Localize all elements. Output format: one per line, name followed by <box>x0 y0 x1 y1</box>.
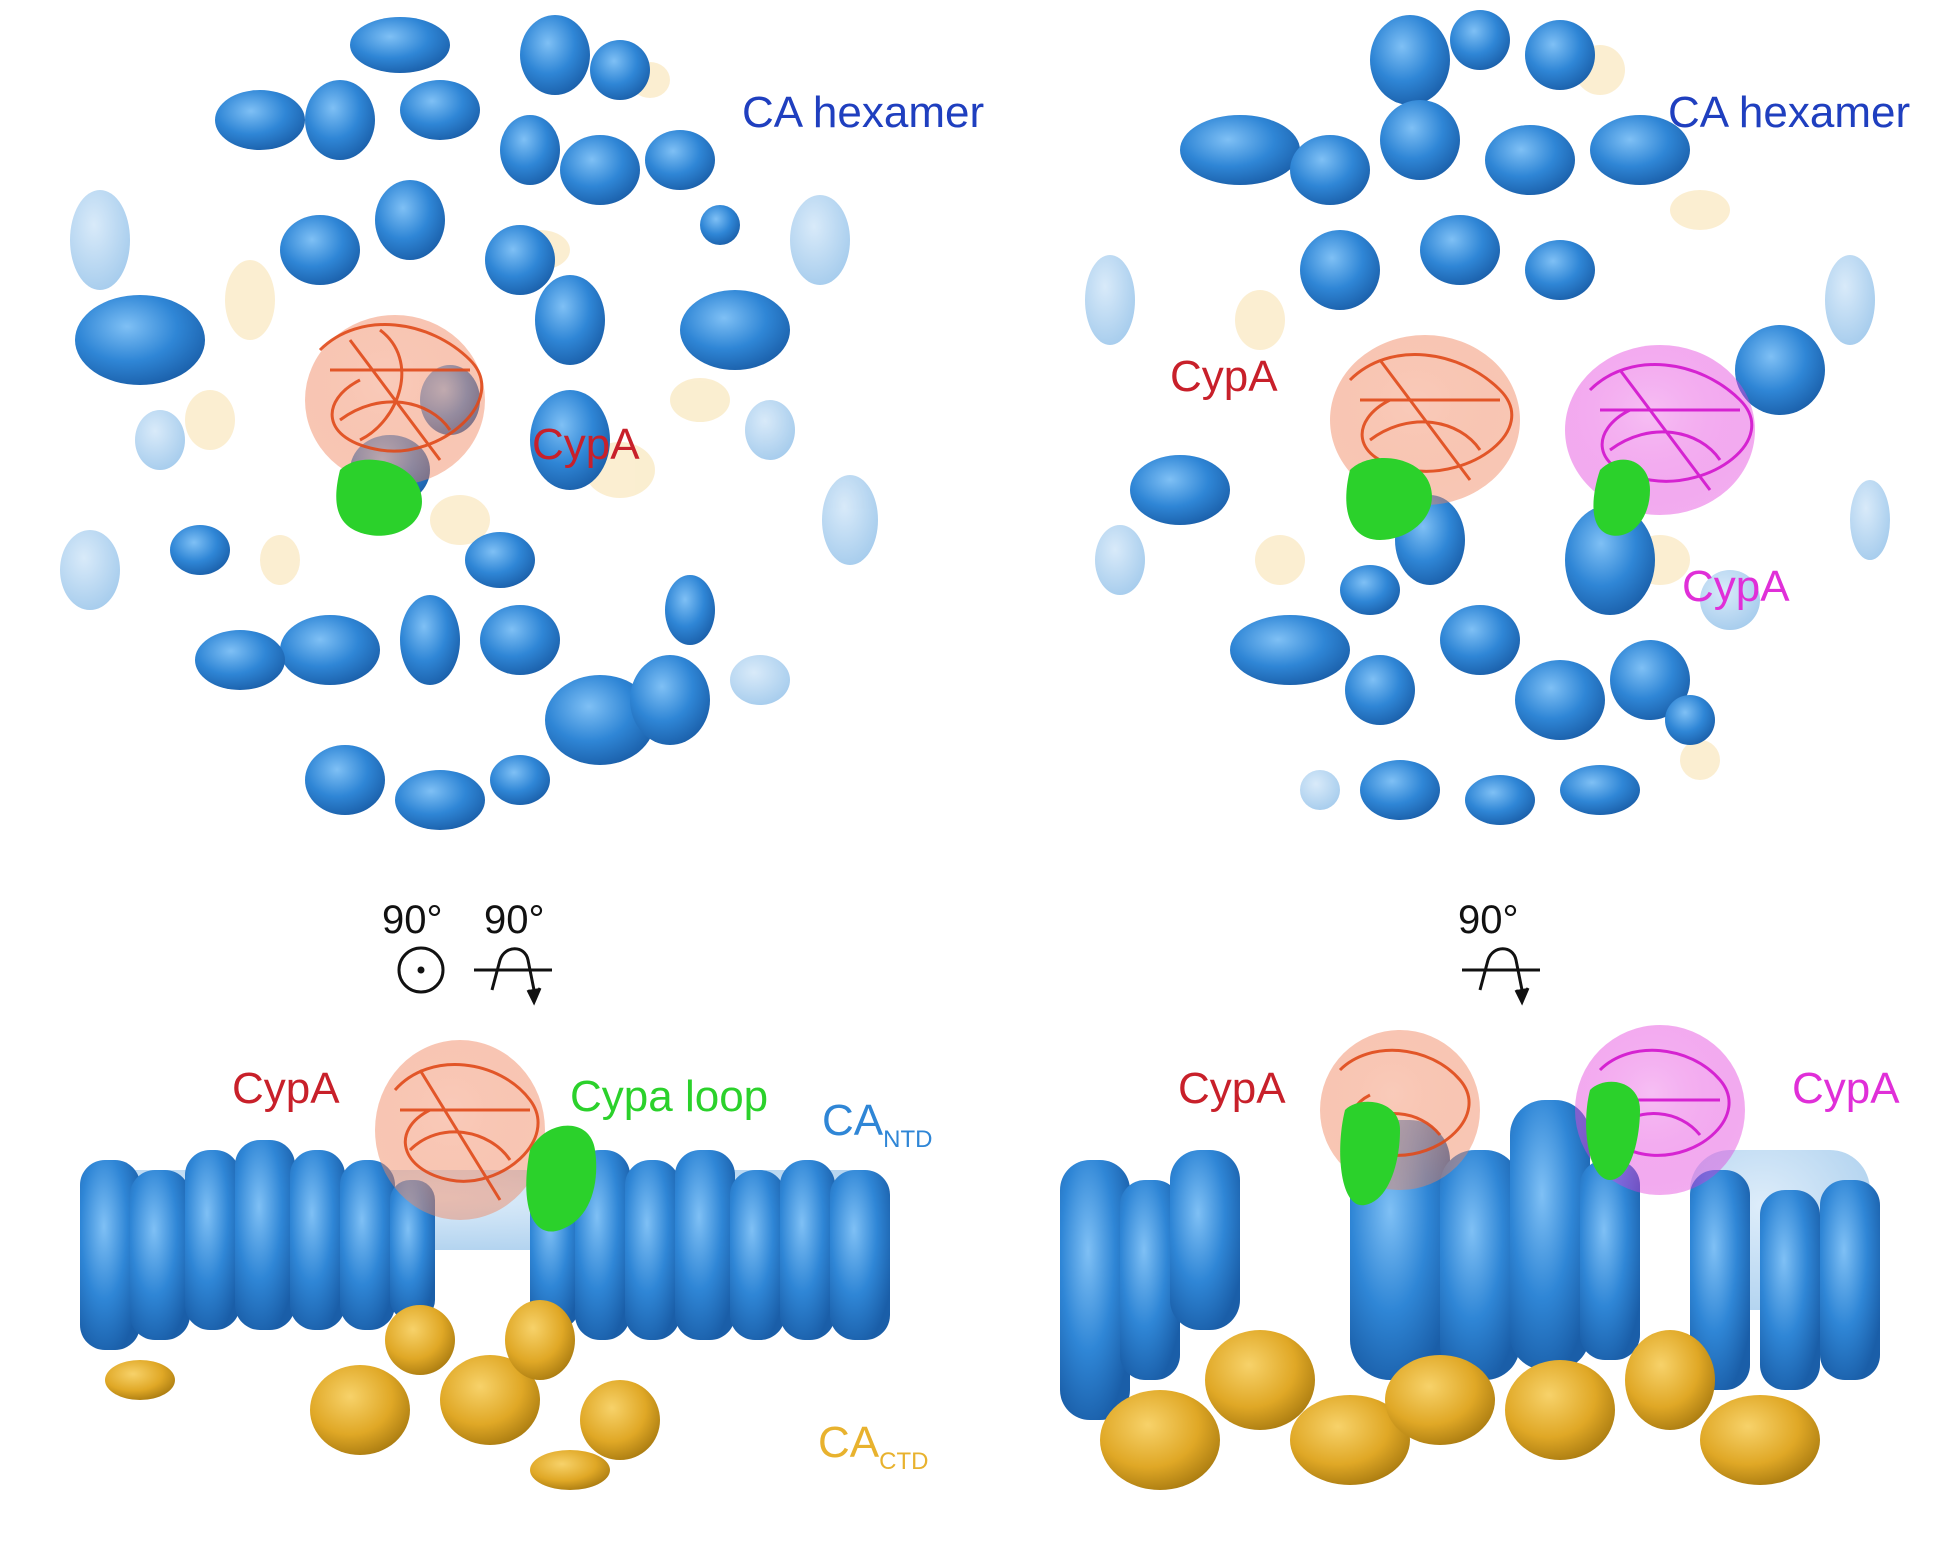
cypa-red-label-bottom-right: CypA <box>1178 1064 1286 1113</box>
cypa-label-top-left: CypA <box>532 420 640 469</box>
cypa-red-label-top-right: CypA <box>1170 352 1278 401</box>
top-left-density-map <box>60 15 878 830</box>
axis-out-of-plane-icon <box>397 946 445 994</box>
rotation-arrow-icon <box>474 947 552 1006</box>
ca-ctd-label: CACTD <box>818 1418 928 1476</box>
cypa-magenta-label-top-right: CypA <box>1682 562 1790 611</box>
top-right-density-map <box>1085 10 1890 825</box>
ctd-subscript: CTD <box>879 1448 929 1475</box>
ca-hexamer-label-right: CA hexamer <box>1668 88 1911 137</box>
cypa-magenta-label-bottom-right: CypA <box>1792 1064 1900 1113</box>
ca-text: CA <box>818 1418 880 1467</box>
ca-text: CA <box>822 1096 884 1145</box>
rotation-arrow-icon <box>1462 947 1540 1006</box>
ntd-subscript: NTD <box>883 1126 933 1153</box>
bottom-left-side-view <box>80 1040 890 1490</box>
rotation-angle-label: 90° <box>484 898 545 942</box>
ca-ntd-label: CANTD <box>822 1096 932 1154</box>
cypa-label-bottom-left: CypA <box>232 1064 340 1113</box>
rotation-angle-label: 90° <box>1458 898 1519 942</box>
ca-hexamer-label-left: CA hexamer <box>742 88 985 137</box>
bottom-right-side-view <box>1060 1025 1880 1490</box>
rotation-angle-label: 90° <box>382 898 443 942</box>
cypa-loop-label: Cypa loop <box>570 1072 769 1121</box>
